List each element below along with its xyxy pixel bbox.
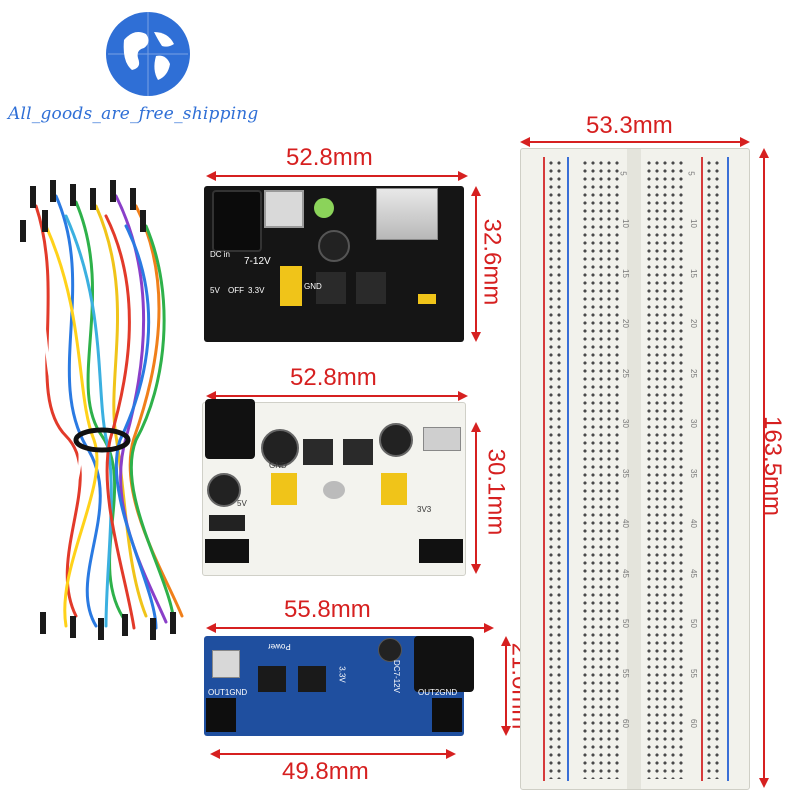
label-dc: DC7-12V (391, 660, 401, 693)
pin-row-left (205, 539, 249, 563)
board2-height-label: 30.1mm (482, 448, 510, 536)
capacitor (378, 638, 402, 662)
breadboard-row-number: 55 (688, 669, 698, 678)
power-switch (264, 190, 304, 228)
power-rail-holes-left (547, 159, 565, 779)
board3-width-top-label: 55.8mm (284, 596, 371, 623)
led (314, 198, 334, 218)
breadboard-row-number: 50 (688, 619, 698, 628)
regulator-2 (356, 272, 386, 304)
label-power: Power (268, 642, 291, 651)
dc-jack (205, 399, 255, 459)
rail-red-right (701, 157, 703, 781)
regulator-2 (343, 439, 373, 465)
board2-height-arrow (471, 422, 481, 574)
breadboard-row-number: 15 (620, 269, 630, 278)
label-gnd: GND (304, 282, 322, 291)
breadboard-row-number: 5 (618, 171, 628, 176)
usb-port (376, 188, 438, 240)
power-module-blue: Power OUT1GND OUT2GND 3.3V DC7-12V (204, 636, 474, 736)
breadboard-row-number: 30 (620, 419, 630, 428)
rail-blue-left (567, 157, 569, 781)
board1-width-arrow (206, 171, 468, 181)
breadboard-row-number: 40 (688, 519, 698, 528)
pin-header-right (418, 294, 436, 304)
board1-height-arrow (471, 186, 481, 342)
capacitor-3 (207, 473, 241, 507)
regulator-1 (258, 666, 286, 692)
board2-width-arrow (206, 391, 468, 401)
breadboard-row-number: 15 (688, 269, 698, 278)
breadboard-row-number: 60 (688, 719, 698, 728)
label-dc-in: DC in (210, 250, 231, 259)
pin-header-left (271, 473, 297, 505)
breadboard-row-number: 10 (688, 219, 698, 228)
breadboard-row-number: 5 (686, 171, 696, 176)
breadboard-row-number: 25 (620, 369, 630, 378)
breadboard-row-number: 20 (620, 319, 630, 328)
label-off: OFF (228, 286, 244, 295)
breadboard-row-number: 10 (620, 219, 630, 228)
board3-width-bottom-arrow (210, 749, 456, 759)
dc-jack (414, 636, 474, 692)
label-3v3: 3.3V (337, 666, 347, 683)
breadboard-row-number: 25 (688, 369, 698, 378)
breadboard-row-number: 40 (620, 519, 630, 528)
globe-icon (106, 12, 190, 96)
breadboard-row-number: 30 (688, 419, 698, 428)
label-gnd: GND (269, 461, 287, 470)
power-module-white: GND 3V3 5V (202, 399, 466, 576)
breadboard-width-arrow (520, 137, 750, 147)
breadboard-row-number: 35 (620, 469, 630, 478)
power-rail-holes-right (705, 159, 723, 779)
dc-jack (212, 190, 262, 252)
terminal-holes-left (581, 159, 623, 779)
board2-width-label: 52.8mm (290, 364, 377, 391)
regulator-2 (298, 666, 326, 692)
breadboard-row-number: 50 (620, 619, 630, 628)
slide-switch (209, 515, 245, 531)
board3-width-bottom-label: 49.8mm (282, 758, 369, 785)
board3-height-arrow (501, 636, 511, 736)
breadboard-height-arrow (759, 148, 769, 788)
pin-row-right (432, 698, 462, 732)
board3-width-top-arrow (206, 623, 494, 633)
terminal-holes-right (645, 159, 687, 779)
rail-blue-right (727, 157, 729, 781)
pin-header-left (280, 266, 302, 306)
center-channel (627, 149, 641, 789)
breadboard-row-number: 60 (620, 719, 630, 728)
jumper-wires-image (20, 180, 184, 640)
mini-usb-port (423, 427, 461, 451)
capacitor-1 (261, 429, 299, 467)
regulator-1 (303, 439, 333, 465)
label-7-12v: 7-12V (244, 256, 271, 267)
label-out1gnd: OUT1GND (208, 688, 248, 697)
breadboard-row-number: 35 (688, 469, 698, 478)
label-5v: 5V (210, 286, 220, 295)
label-3v3: 3V3 (417, 505, 432, 514)
push-button (323, 481, 345, 499)
regulator-1 (316, 272, 346, 304)
power-module-black: DC in 7-12V 5V OFF 3.3V GND (204, 186, 464, 342)
brand-watermark: All_goods_are_free_shipping (8, 104, 259, 124)
pin-header-right (381, 473, 407, 505)
breadboard-row-number: 55 (620, 669, 630, 678)
capacitor (318, 230, 350, 262)
board1-width-label: 52.8mm (286, 144, 373, 171)
mini-usb-port (212, 650, 240, 678)
breadboard-row-number: 45 (620, 569, 630, 578)
breadboard-row-number: 45 (688, 569, 698, 578)
capacitor-2 (379, 423, 413, 457)
breadboard-width-label: 53.3mm (586, 112, 673, 139)
label-3v3: 3.3V (248, 286, 265, 295)
breadboard-row-number: 20 (688, 319, 698, 328)
rail-red-left (543, 157, 545, 781)
pin-row-right (419, 539, 463, 563)
label-out2gnd: OUT2GND (418, 688, 458, 697)
pin-row-left (206, 698, 236, 732)
label-5v: 5V (237, 499, 247, 508)
